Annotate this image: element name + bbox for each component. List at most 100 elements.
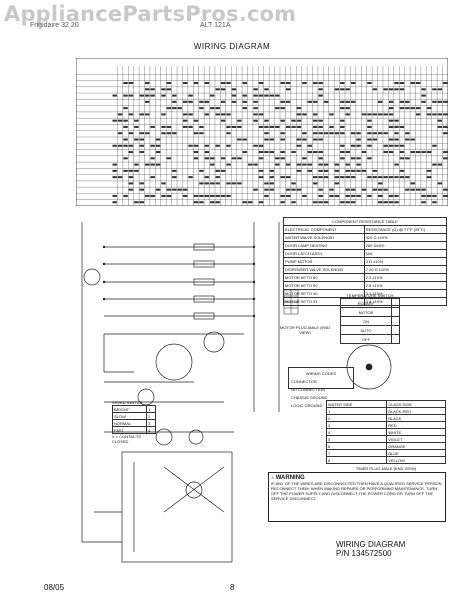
warning-title: WARNING (275, 475, 305, 481)
crt-cell: PUMP MOTOR (283, 257, 365, 266)
warning-box: ⚠ WARNING IF ANY OF THE WIRES ARE DISCON… (268, 472, 446, 522)
motor-plug-label: MOTOR PLUG-MALE (END VIEW) (280, 325, 330, 335)
speed-switch-note: X = CONTACTS CLOSED (112, 434, 141, 444)
speed-cell: SLOW (111, 412, 148, 420)
legend-title: WIRING CODES (305, 371, 337, 376)
temp-cell: AUTO (339, 325, 393, 335)
header-left: Frigidaire 32 20 (30, 22, 79, 29)
plug-col2: GLASS SIDE (386, 400, 446, 408)
warning-text: IF ANY OF THE WIRES ARE DISCONNECTED THE… (271, 481, 442, 501)
crt-cell: 280 Ω±5% (363, 241, 448, 250)
crt-cell: 920 Ω ±10% (363, 233, 448, 242)
plug-cell: BLUE (386, 449, 446, 457)
speed-cell: FAST (111, 426, 148, 434)
speed-switch-title: SPEED SWITCH (112, 400, 143, 405)
speed-cell: NORMAL (111, 419, 148, 427)
plug-cell: 6 (325, 442, 388, 450)
doc-header: Frigidaire 32 20 ALT 121A (30, 22, 450, 34)
plug-cell: 1 (325, 407, 388, 415)
temp-row: ON (339, 316, 400, 326)
crt-col2: RESISTANCE (Ω) @ 77°F (25°C) (363, 225, 448, 234)
timer-plug-label: TIMER PLUG-MALE (END VIEW) (355, 466, 417, 471)
speed-cell: 4 (146, 426, 156, 434)
plug-cell: BLACK (386, 414, 446, 422)
temp-row: ROTARY (339, 298, 400, 308)
temp-row: OFF (339, 334, 400, 344)
temp-row: MOTOR (339, 307, 400, 317)
legend-item: NO CONNECTION (291, 387, 325, 392)
warning-icon: ⚠ (271, 475, 275, 480)
crt-cell: 2.2 ±10% (363, 273, 448, 282)
speed-cell: 1 (146, 405, 156, 413)
crt-cell: DOOR LATCH ASSY (283, 249, 365, 258)
crt-cell: N/A (363, 249, 448, 258)
crt-cell: 3 Ω ±10% (363, 257, 448, 266)
plug-cell: WHITE (386, 428, 446, 436)
temp-row: AUTO (339, 325, 400, 335)
plug-cell: 3 (325, 421, 388, 429)
crt-cell: DISPENSER VALVE SOLENOID (283, 265, 365, 274)
temp-cell: OFF (339, 334, 393, 344)
plug-cell: 8 (325, 456, 388, 464)
speed-cell: 2 (146, 412, 156, 420)
schematic-diagram (81, 222, 392, 563)
temp-cell: MOTOR (339, 307, 393, 317)
footer-title-line1: WIRING DIAGRAM (336, 540, 406, 549)
plug-cell: RED (386, 421, 446, 429)
crt-cell: WATER VALVE SOLENOID (283, 233, 365, 242)
plug-col1: WATER SIDE (325, 400, 388, 408)
plug-cell: ORANGE (386, 442, 446, 450)
timer-chart (76, 58, 448, 206)
plug-cell: BLACK-RED (386, 407, 446, 415)
page-footer: 08/05 8 (0, 583, 464, 595)
plug-cell: 2 (325, 414, 388, 422)
footer-date: 08/05 (44, 583, 65, 592)
temp-cell: ON (339, 316, 393, 326)
crt-cell: 2.8 ±10% (363, 281, 448, 290)
plug-cell: VIOLET (386, 435, 446, 443)
temp-cell-x (391, 298, 400, 308)
crt-cell: DOOR LAMP HEATING (283, 241, 365, 250)
temp-cell-x (391, 334, 400, 344)
diagram-footer-title: WIRING DIAGRAM P/N 134572500 (336, 540, 446, 558)
page-number: 8 (230, 583, 235, 592)
crt-cell: MOTOR 60 TO 60 (283, 273, 365, 282)
crt-col1: ELECTRICAL COMPONENT (283, 225, 365, 234)
legend-item: CONNECTOR (291, 379, 317, 384)
component-resistance-table: COMPONENT RESISTANCE TABLE ELECTRICAL CO… (283, 217, 448, 306)
watermark: AppliancePartsPros.com (4, 2, 297, 26)
crt-cell: MOTOR 60 TO 90 (283, 281, 365, 290)
temp-cell-x (391, 316, 400, 326)
crt-cell: 7.20 Ω ±10% (363, 265, 448, 274)
plug-cell: 4 (325, 428, 388, 436)
legend-item: LOGIC GROUND (291, 403, 323, 408)
crt-title: COMPONENT RESISTANCE TABLE (283, 217, 447, 226)
footer-title-line2: P/N 134572500 (336, 549, 392, 558)
plug-cell: 5 (325, 435, 388, 443)
speed-cell: BRIGHT (111, 405, 148, 413)
plug-cell: YELLOW (386, 456, 446, 464)
temp-cell-x (391, 325, 400, 335)
